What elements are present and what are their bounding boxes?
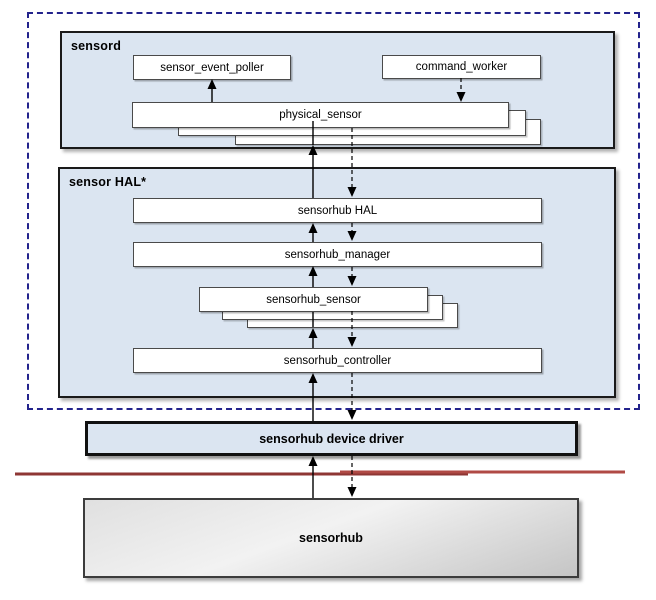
group-sensord-label: sensord <box>71 39 122 53</box>
kernel-divider-line <box>15 470 625 476</box>
node-sensorhub-manager: sensorhub_manager <box>133 242 542 267</box>
node-sensorhub-hal-label: sensorhub HAL <box>297 204 378 217</box>
node-command-worker: command_worker <box>382 55 541 79</box>
group-sensor-hal-label: sensor HAL* <box>69 175 147 189</box>
node-sensorhub-hardware-label: sensorhub <box>299 531 363 545</box>
node-sensorhub-sensor-label: sensorhub_sensor <box>266 293 361 306</box>
node-sensorhub-sensor: sensorhub_sensor <box>199 287 428 312</box>
node-physical-sensor: physical_sensor <box>132 102 509 128</box>
node-sensorhub-controller: sensorhub_controller <box>133 348 542 373</box>
node-sensor-event-poller: sensor_event_poller <box>133 55 291 80</box>
node-command-worker-label: command_worker <box>415 61 508 73</box>
node-sensor-event-poller-label: sensor_event_poller <box>160 61 264 74</box>
node-sensorhub-controller-label: sensorhub_controller <box>283 354 392 367</box>
node-sensorhub-hardware: sensorhub <box>83 498 579 578</box>
node-sensorhub-device-driver: sensorhub device driver <box>85 421 578 456</box>
userspace-dashed-boundary <box>27 12 640 410</box>
node-sensorhub-hal: sensorhub HAL <box>133 198 542 223</box>
node-physical-sensor-label: physical_sensor <box>279 109 362 121</box>
node-sensorhub-manager-label: sensorhub_manager <box>284 248 391 261</box>
node-sensorhub-device-driver-label: sensorhub device driver <box>259 431 404 446</box>
